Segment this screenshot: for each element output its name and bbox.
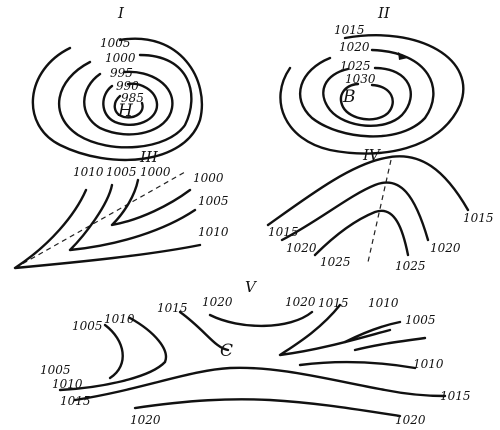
center-symbol: H xyxy=(117,101,134,121)
isobar-label: 1005 xyxy=(100,36,131,50)
isobar xyxy=(313,209,410,257)
isobar-label: 1020 xyxy=(395,413,426,427)
isobar-label: 1015 xyxy=(463,211,494,225)
isobar xyxy=(298,48,435,138)
panel-iv-ridge: IV 1015 1020 1025 1025 1020 1015 xyxy=(266,146,494,273)
isobar xyxy=(339,82,394,121)
isobar-label: 1025 xyxy=(320,255,351,269)
trough-axis xyxy=(14,171,186,269)
isobar-label: 1025 xyxy=(395,259,426,273)
isobar xyxy=(113,94,144,119)
isobar xyxy=(83,70,174,136)
flow-arrow-icon xyxy=(398,52,408,60)
isobar xyxy=(208,310,314,328)
isobar xyxy=(178,310,230,352)
isobar xyxy=(13,188,202,270)
isobar-label: 1020 xyxy=(286,241,317,255)
isobar-label: 1000 xyxy=(105,51,136,65)
isobar xyxy=(298,360,417,370)
isobar-label: 1000 xyxy=(193,171,224,185)
isobar-label: 1015 xyxy=(268,225,299,239)
panel-ii-high-pressure: II 1015 1020 1025 1030 B xyxy=(279,4,465,155)
isobar xyxy=(278,303,392,357)
panel-iii-trough: III 1010 1005 1000 1000 1005 1010 xyxy=(13,148,229,270)
isobar-label: 1030 xyxy=(345,72,376,86)
isobar-label: 1005 xyxy=(72,319,103,333)
isobar-label: 1010 xyxy=(198,225,229,239)
isobar xyxy=(68,183,197,252)
isobar-label: 1010 xyxy=(368,296,399,310)
panel-iii-numeral: III xyxy=(139,148,159,166)
isobar-label: 990 xyxy=(116,79,139,93)
isobar xyxy=(353,336,427,352)
isobar xyxy=(31,37,204,162)
panel-i-low-pressure: I 1005 1000 995 990 985 H xyxy=(31,4,204,162)
isobar-label: 1020 xyxy=(339,40,370,54)
isobar-label: 1020 xyxy=(430,241,461,255)
panel-i-numeral: I xyxy=(117,4,125,22)
isobar-label: 1000 xyxy=(140,165,171,179)
panel-v-numeral: V xyxy=(245,278,258,296)
isobar-label: 1005 xyxy=(405,313,436,327)
isobar-label: 1025 xyxy=(340,59,371,73)
isobar-label: 1020 xyxy=(202,295,233,309)
isobar xyxy=(133,398,402,418)
isobar-label: 1015 xyxy=(440,389,471,403)
isobar-label: 1010 xyxy=(413,357,444,371)
isobar-label: 1010 xyxy=(104,312,135,326)
panel-ii-numeral: II xyxy=(377,4,391,22)
isobar-label: 1010 xyxy=(73,165,104,179)
isobar xyxy=(279,34,465,155)
isobar-label: 985 xyxy=(121,91,144,105)
isobar-label: 1010 xyxy=(52,377,83,391)
isobar-label: 1015 xyxy=(157,301,188,315)
isobar xyxy=(280,181,430,242)
isobar-label: 1015 xyxy=(318,296,349,310)
isobar-label: 1015 xyxy=(60,394,91,408)
panel-v-saddle: V 1020 1020 1015 1015 1010 1010 1005 100… xyxy=(40,278,471,427)
isobar xyxy=(73,366,447,402)
isobar-label: 1020 xyxy=(285,295,316,309)
isobar-label: 1005 xyxy=(198,194,229,208)
isobar-label: 1020 xyxy=(130,413,161,427)
isobar xyxy=(103,323,124,380)
isobar xyxy=(343,320,402,344)
isobar xyxy=(110,178,192,227)
isobar-label: 1005 xyxy=(40,363,71,377)
isobar xyxy=(322,66,412,127)
isobar-label: 1015 xyxy=(334,23,365,37)
center-symbol: B xyxy=(342,87,356,107)
isobar xyxy=(57,53,193,149)
isobar-label: 995 xyxy=(110,66,133,80)
isobar xyxy=(58,316,168,392)
isobar xyxy=(266,155,470,227)
isobar xyxy=(102,82,159,127)
center-symbol: C xyxy=(220,341,233,361)
isobar-label: 1005 xyxy=(106,165,137,179)
